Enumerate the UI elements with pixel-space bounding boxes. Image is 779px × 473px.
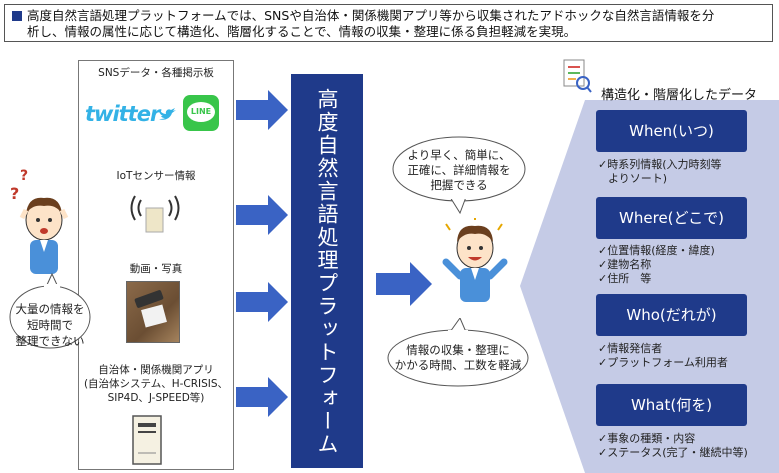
bottom-speech-bubble bbox=[387, 318, 529, 387]
left-bubble-line-1: 大量の情報を bbox=[15, 302, 85, 316]
where-item-3: ✓住所 等 bbox=[598, 272, 652, 285]
document-search-icon bbox=[563, 59, 592, 93]
card-who: Who(だれが) bbox=[596, 294, 747, 336]
who-item-1: ✓情報発信者 bbox=[598, 342, 663, 355]
card-where: Where(どこで) bbox=[596, 197, 747, 239]
sns-label: SNSデータ・各種掲示板 bbox=[98, 67, 214, 79]
question-mark-2: ? bbox=[20, 168, 29, 184]
result-panel bbox=[520, 100, 779, 473]
header-line-2: 析し、情報の属性に応じて構造化、階層化することで、情報の収集・整理に係る負担軽減… bbox=[27, 24, 577, 39]
confused-person-icon bbox=[19, 197, 69, 274]
happy-person-icon bbox=[442, 218, 508, 302]
bottom-bubble-line-1: 情報の収集・整理に bbox=[406, 343, 510, 357]
left-bubble-line-2: 短時間で bbox=[27, 318, 73, 332]
top-speech-bubble bbox=[392, 136, 526, 215]
bottom-bubble-line-2: かかる時間、工数を軽減 bbox=[394, 358, 522, 372]
twitter-logo: twitter bbox=[85, 102, 160, 126]
top-bubble-line-2: 正確に、詳細情報を bbox=[407, 163, 511, 177]
video-label: 動画・写真 bbox=[129, 263, 183, 275]
arrow-app bbox=[236, 377, 288, 417]
arrow-video bbox=[236, 282, 288, 322]
platform-title-text: 高度自然言語処理プラットフォーム bbox=[315, 88, 339, 456]
photo-image bbox=[126, 281, 180, 343]
platform-title: 高度自然言語処理プラットフォーム bbox=[291, 82, 363, 462]
twitter-bird-icon bbox=[159, 108, 176, 120]
photo-paper bbox=[141, 304, 167, 328]
line-logo-text: LINE bbox=[187, 102, 215, 122]
what-item-2: ✓ステータス(完了・継続中等) bbox=[598, 446, 748, 459]
where-item-2: ✓建物名称 bbox=[598, 258, 652, 271]
app-label-1: 自治体・関係機関アプリ bbox=[98, 364, 214, 376]
card-what: What(何を) bbox=[596, 384, 747, 426]
top-bubble-line-1: より早く、簡単に、 bbox=[407, 148, 511, 162]
output-arrow bbox=[376, 262, 432, 306]
when-item-1: ✓時系列情報(入力時刻等 bbox=[598, 158, 722, 171]
top-bubble-line-3: 把握できる bbox=[430, 178, 488, 192]
arrow-iot bbox=[236, 195, 288, 235]
app-label-2: (自治体システム、H-CRISIS、 bbox=[83, 378, 229, 390]
iot-sensor-icon bbox=[130, 195, 180, 233]
question-mark-1: ? bbox=[10, 184, 20, 203]
who-item-2: ✓プラットフォーム利用者 bbox=[598, 356, 728, 369]
app-label-3: SIP4D、J-SPEED等) bbox=[107, 392, 205, 404]
header-box: 高度自然言語処理プラットフォームでは、SNSや自治体・関係機関アプリ等から収集さ… bbox=[4, 4, 773, 42]
left-bubble-line-3: 整理できない bbox=[15, 334, 85, 348]
iot-label: IoTセンサー情報 bbox=[116, 170, 196, 182]
header-line-1: 高度自然言語処理プラットフォームでは、SNSや自治体・関係機関アプリ等から収集さ… bbox=[27, 8, 715, 23]
platform-box bbox=[291, 74, 363, 468]
result-title: 構造化・階層化したデータ bbox=[601, 88, 758, 103]
line-logo: LINE bbox=[183, 95, 219, 131]
server-icon bbox=[132, 415, 162, 465]
what-item-1: ✓事象の種類・内容 bbox=[598, 432, 696, 445]
arrow-sns bbox=[236, 90, 288, 130]
header-bullet bbox=[12, 11, 22, 21]
input-arrows bbox=[236, 90, 288, 417]
left-speech-bubble bbox=[9, 272, 91, 349]
card-when: When(いつ) bbox=[596, 110, 747, 152]
when-item-2: よりソート) bbox=[608, 172, 668, 185]
where-item-1: ✓位置情報(経度・緯度) bbox=[598, 244, 715, 257]
